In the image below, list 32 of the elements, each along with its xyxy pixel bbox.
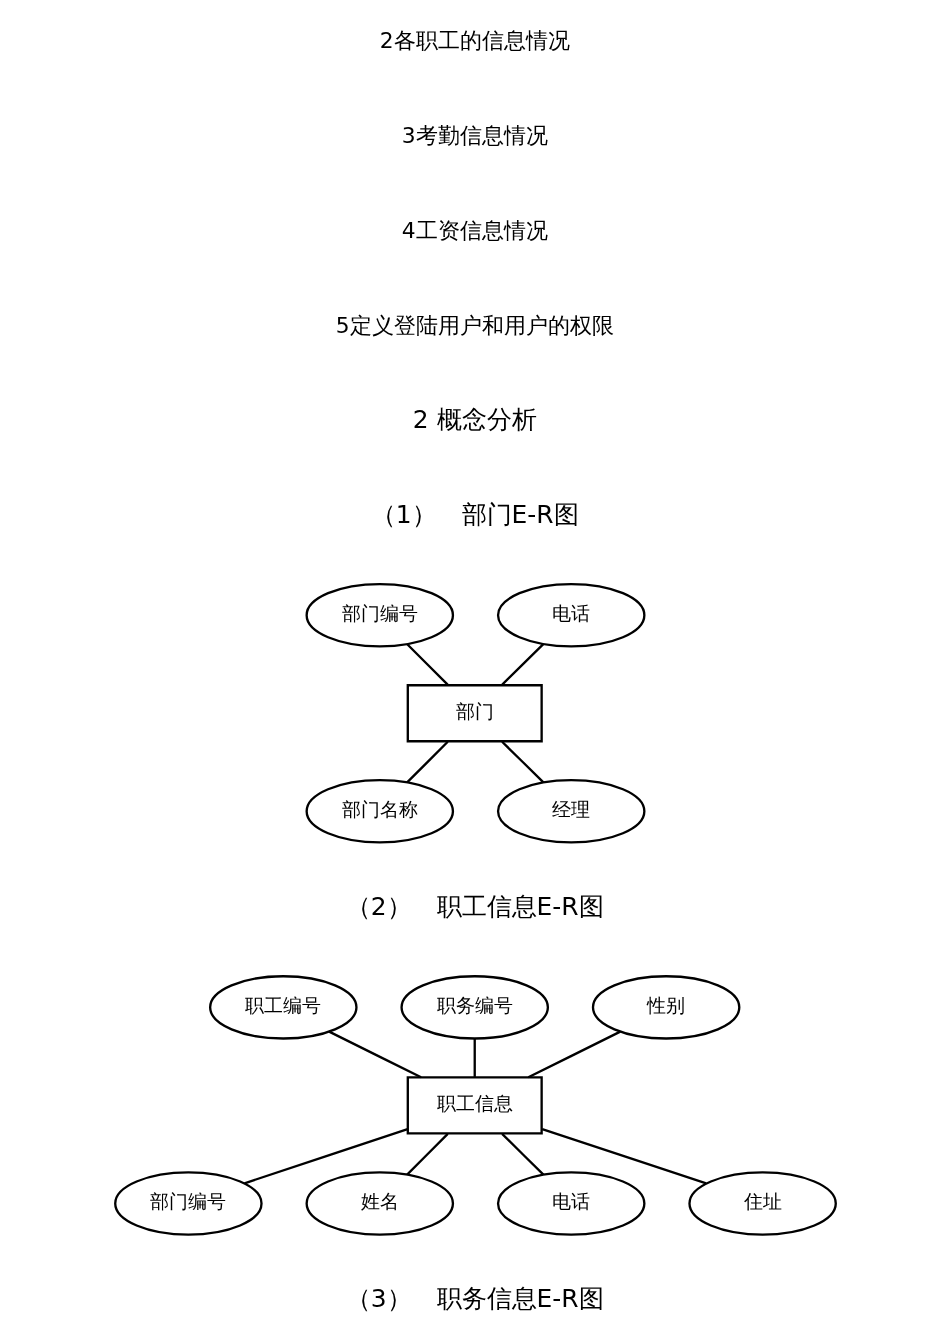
node-ellipse: 职工编号 (208, 975, 358, 1040)
connector (500, 643, 544, 686)
label: 5定义登陆用户和用户的权限 (335, 313, 614, 339)
connector (527, 1030, 621, 1079)
node-ellipse: 姓名 (305, 1171, 454, 1236)
connector (405, 643, 448, 686)
label: （3） 职务信息E-R图 (345, 1284, 604, 1314)
connector (500, 740, 544, 784)
node-ellipse: 住址 (687, 1171, 837, 1236)
connector (328, 1030, 422, 1079)
node-ellipse: 电话 (496, 1171, 645, 1236)
node-box: 职工信息 (406, 1076, 543, 1135)
connector (405, 1133, 449, 1176)
node-ellipse: 部门名称 (305, 779, 454, 844)
node-ellipse: 性别 (591, 975, 740, 1040)
label: 2各职工的信息情况 (379, 28, 570, 54)
node-box: 部门 (406, 684, 543, 743)
label: 3考勤信息情况 (401, 123, 548, 149)
label: （2） 职工信息E-R图 (345, 892, 604, 922)
label: （1） 部门E-R图 (370, 500, 579, 530)
node-ellipse: 电话 (496, 582, 645, 648)
label: 2 概念分析 (412, 405, 537, 435)
connector (405, 740, 449, 784)
node-ellipse: 部门编号 (113, 1171, 263, 1236)
node-ellipse: 经理 (496, 779, 645, 844)
node-ellipse: 部门编号 (305, 582, 454, 648)
connector (473, 1038, 476, 1077)
node-ellipse: 职务编号 (399, 975, 549, 1040)
connector (541, 1128, 707, 1185)
label: 4工资信息情况 (401, 218, 548, 244)
connector (243, 1128, 408, 1185)
connector (500, 1133, 544, 1176)
